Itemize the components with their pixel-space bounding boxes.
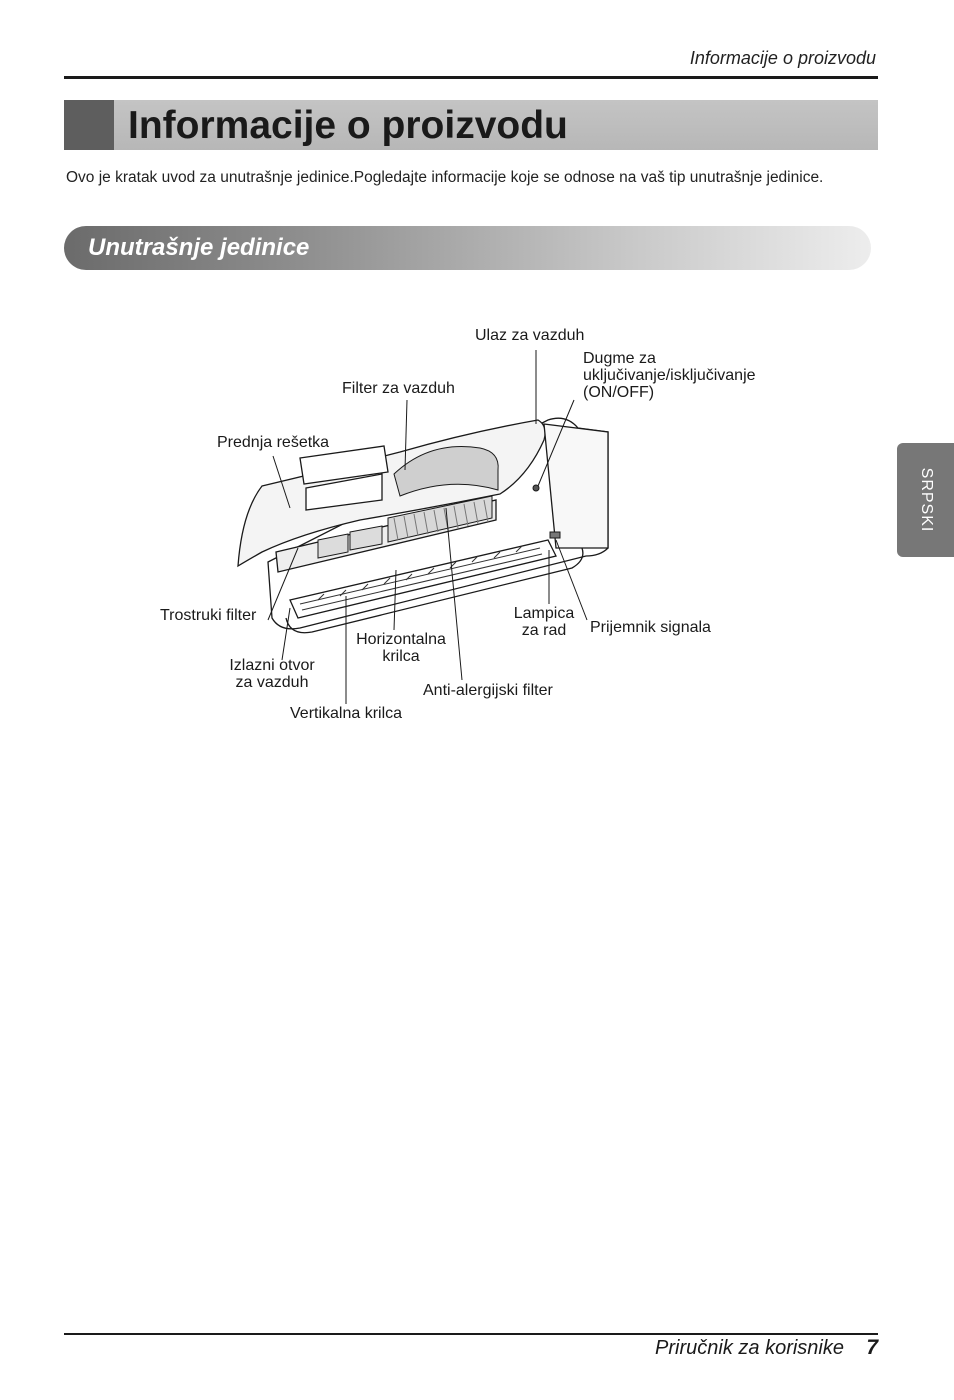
power-button-shape bbox=[532, 484, 540, 492]
label-power-button-line-1: Dugme za bbox=[583, 350, 656, 367]
signal-receiver-shape bbox=[549, 531, 561, 539]
label-power-button-line-3: (ON/OFF) bbox=[583, 384, 655, 401]
label-horizontal-louver-line-2: krilca bbox=[382, 648, 420, 665]
label-power-button: Dugme za uključivanje/isključivanje (ON/… bbox=[583, 350, 756, 401]
language-tab: SRPSKI bbox=[897, 443, 954, 557]
title-block bbox=[64, 100, 114, 150]
air-filter-panel bbox=[393, 445, 499, 497]
label-anti-allergic-filter: Anti-alergijski filter bbox=[423, 682, 553, 699]
anti-allergic-filter-mesh bbox=[387, 495, 493, 543]
label-air-filter: Filter za vazduh bbox=[342, 380, 455, 397]
horizontal-louver-blades bbox=[299, 545, 543, 611]
header-rule bbox=[64, 76, 878, 79]
footer-rule bbox=[64, 1333, 878, 1335]
footer-manual-title: Priručnik za korisnike bbox=[655, 1337, 844, 1359]
label-power-button-line-2: uključivanje/isključivanje bbox=[583, 367, 756, 384]
label-operation-lamp: Lampica za rad bbox=[509, 605, 579, 639]
running-header: Informacije o proizvodu bbox=[689, 48, 876, 68]
label-horizontal-louver-line-1: Horizontalna bbox=[356, 631, 446, 648]
label-front-grille: Prednja rešetka bbox=[217, 434, 330, 451]
title-bar: Informacije o proizvodu bbox=[64, 100, 878, 150]
page-title: Informacije o proizvodu bbox=[128, 104, 568, 147]
label-air-inlet: Ulaz za vazduh bbox=[475, 327, 585, 344]
label-signal-receiver: Prijemnik signala bbox=[590, 619, 711, 636]
section-bar: Unutrašnje jedinice bbox=[64, 226, 871, 270]
label-vertical-louver: Vertikalna krilca bbox=[290, 705, 403, 722]
page-number: 7 bbox=[866, 1336, 878, 1359]
side-panel bbox=[543, 423, 609, 549]
label-operation-lamp-line-2: za rad bbox=[521, 622, 567, 639]
label-air-outlet-line-2: za vazduh bbox=[235, 674, 309, 691]
label-horizontal-louver: Horizontalna krilca bbox=[350, 631, 452, 665]
label-triple-filter: Trostruki filter bbox=[160, 607, 257, 624]
intro-paragraph: Ovo je kratak uvod za unutrašnje jedinic… bbox=[66, 169, 824, 186]
label-air-outlet: Izlazni otvor za vazduh bbox=[222, 657, 322, 691]
label-air-outlet-line-1: Izlazni otvor bbox=[229, 657, 315, 674]
triple-filter-panels bbox=[317, 525, 383, 559]
label-operation-lamp-line-1: Lampica bbox=[513, 605, 575, 622]
section-heading: Unutrašnje jedinice bbox=[88, 234, 310, 261]
